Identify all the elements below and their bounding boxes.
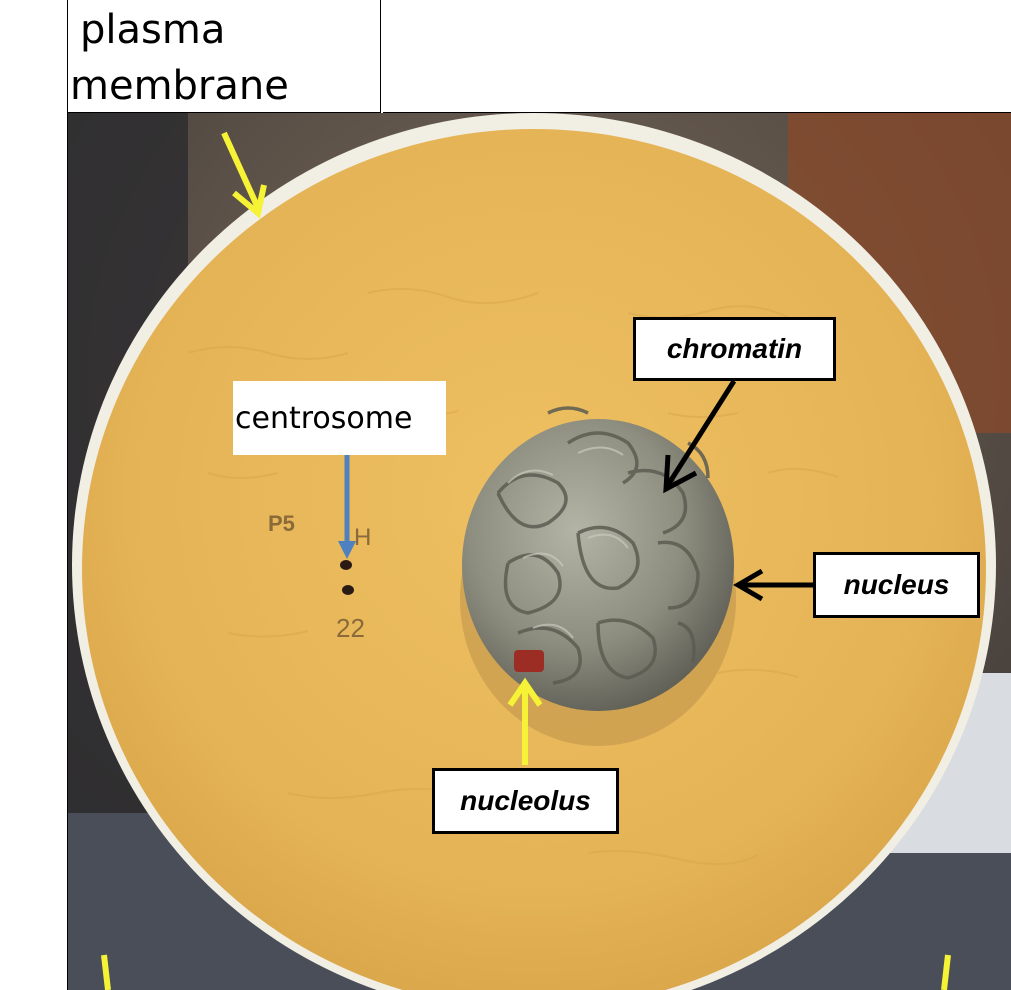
plasma-membrane-label-box: plasma membrane: [67, 0, 381, 113]
plasma-membrane-label-line2: membrane: [70, 63, 289, 109]
centrosome-label: centrosome: [233, 381, 446, 455]
nucleolus-label: nucleolus: [432, 768, 619, 834]
header: plasma membrane Frontal view shown: [0, 0, 1011, 113]
plasma-membrane-label-line1: plasma: [80, 7, 226, 53]
nucleus-label: nucleus: [813, 552, 980, 618]
model-mark-22: 22: [336, 613, 365, 643]
centriole-dot-2: [342, 585, 354, 595]
nucleolus: [514, 650, 544, 672]
model-mark-p5: P5: [268, 511, 295, 536]
chromatin: [496, 406, 710, 685]
model-mark-h: H: [354, 524, 371, 551]
lower-yellow-marks: [101, 954, 951, 990]
nucleolus-arrow: [507, 677, 543, 765]
chromatin-highlights: [507, 446, 629, 639]
plasma-membrane-arrow: [221, 131, 267, 219]
centriole-dot-1: [340, 560, 352, 570]
centrosome-arrow: [338, 441, 356, 559]
view-caption-box: Frontal view shown: [383, 0, 1011, 113]
chromatin-arrow: [663, 379, 737, 494]
chromatin-label: chromatin: [633, 317, 836, 381]
nucleus-arrow: [733, 568, 816, 602]
nucleus: [462, 419, 734, 711]
view-caption: Frontal view shown: [521, 0, 904, 8]
